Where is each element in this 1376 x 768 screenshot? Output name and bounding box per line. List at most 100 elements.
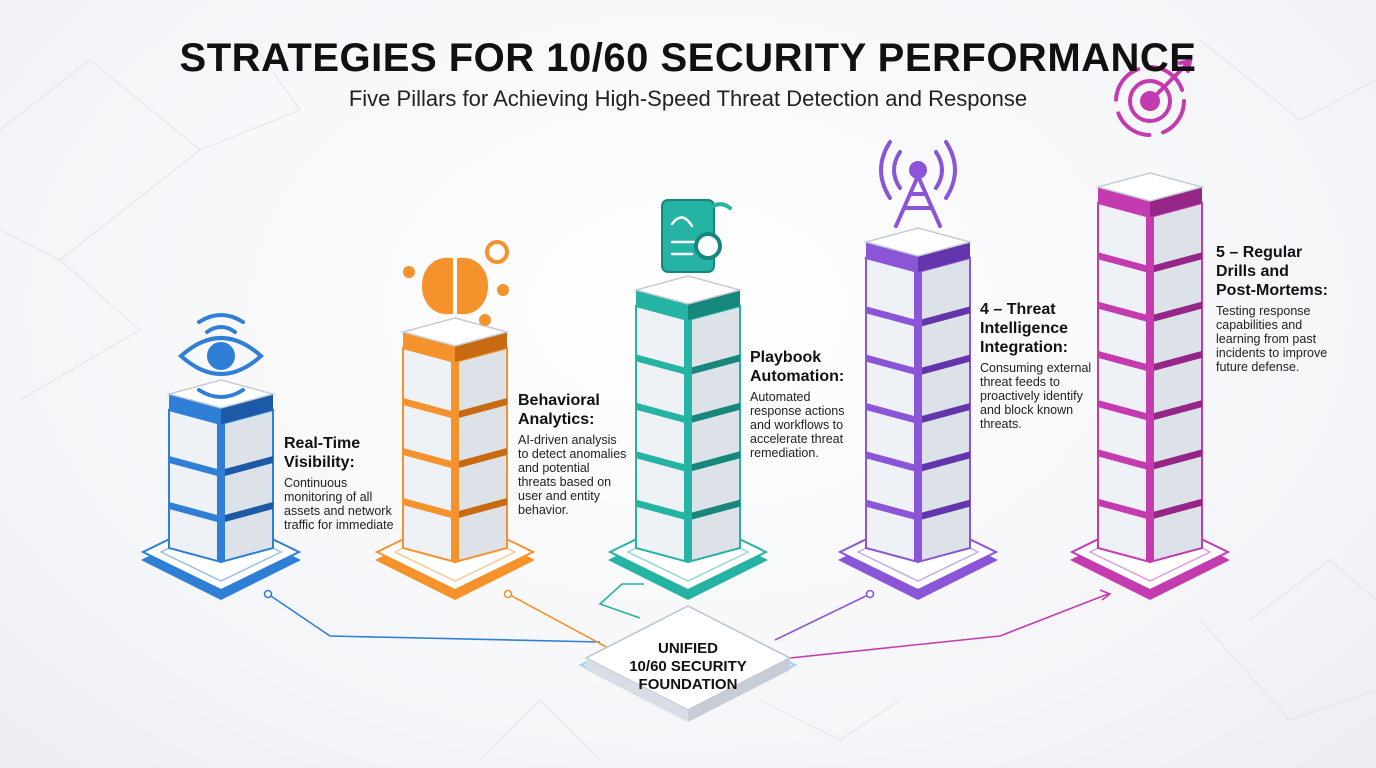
pillar-band-left bbox=[403, 498, 455, 519]
pillar-body-line: threats based on bbox=[518, 475, 612, 489]
connector-intel bbox=[774, 593, 871, 641]
connector-dot bbox=[865, 589, 875, 599]
pillar-heading-line: Post-Mortems: bbox=[1216, 282, 1329, 299]
pillar-core bbox=[217, 424, 225, 562]
pillar-band-right bbox=[455, 448, 507, 469]
pillar-cap-top bbox=[863, 227, 973, 257]
pillar-band-right bbox=[455, 498, 507, 519]
pillar-cap-top bbox=[633, 275, 743, 305]
connector-arrowhead bbox=[1099, 589, 1112, 601]
pillar-body-line: response actions bbox=[750, 404, 845, 418]
connector-drills bbox=[789, 593, 1109, 659]
connector-lines bbox=[263, 583, 1112, 659]
pillar-band-right bbox=[221, 456, 273, 477]
pillar-playbook bbox=[607, 199, 769, 600]
pillar-band-left bbox=[1098, 498, 1150, 520]
playbook-script-icon bbox=[661, 199, 732, 273]
pillar-body-line: proactively identify bbox=[980, 389, 1083, 403]
connector-behavioral bbox=[507, 593, 613, 651]
eye-icon bbox=[178, 313, 264, 399]
pillar-cap-top bbox=[1095, 172, 1205, 202]
pillar-band-left bbox=[636, 354, 688, 376]
pillar-heading-line: Integration: bbox=[980, 339, 1068, 356]
pillar-heading-line: 4 – Threat bbox=[980, 301, 1056, 318]
page-title: STRATEGIES FOR 10/60 SECURITY PERFORMANC… bbox=[179, 36, 1197, 80]
pillar-heading-line: Automation: bbox=[750, 368, 845, 385]
pillar-band-right bbox=[221, 502, 273, 523]
pillar-band-left bbox=[1098, 252, 1150, 274]
connector-visibility bbox=[267, 593, 601, 643]
pillar-body-line: and workflows to bbox=[750, 418, 844, 432]
pillar-band-left bbox=[636, 499, 688, 521]
pillar-band-left bbox=[169, 502, 221, 523]
connector-dot bbox=[503, 589, 513, 599]
pillar-band-left bbox=[1098, 400, 1150, 422]
pillar-body-line: user and entity bbox=[518, 489, 600, 503]
pillar-body-line: and block known bbox=[980, 403, 1074, 417]
pillar-band-right bbox=[1150, 449, 1202, 471]
pillar-band-right bbox=[918, 403, 970, 424]
pillar-band-left bbox=[1098, 449, 1150, 471]
connector-dot bbox=[263, 589, 273, 599]
pillar-band-right bbox=[918, 451, 970, 473]
pillar-body-line: behavior. bbox=[518, 503, 569, 517]
target-arrow-icon bbox=[1114, 58, 1193, 137]
pillar-cap-left bbox=[1098, 187, 1150, 217]
pillar-heading-line: 5 – Regular bbox=[1216, 244, 1303, 261]
pillar-body-line: Continuous bbox=[284, 476, 348, 490]
foundation-label: UNIFIED 10/60 SECURITY FOUNDATION bbox=[598, 640, 778, 694]
pillar-band-right bbox=[918, 306, 970, 328]
pillar-heading-line: Playbook bbox=[750, 349, 822, 366]
pillar-left-face bbox=[168, 408, 222, 564]
brain-gear-icon bbox=[403, 240, 509, 326]
pillar-cap-right bbox=[1150, 187, 1202, 217]
pillar-body-line: incidents to improve bbox=[1216, 346, 1328, 360]
pillar-band-left bbox=[1098, 350, 1150, 372]
pillar-band-left bbox=[866, 306, 918, 328]
pillar-band-right bbox=[688, 402, 740, 424]
pillar-band-right bbox=[688, 499, 740, 521]
pillar-cap-left bbox=[403, 332, 455, 362]
pillar-band-right bbox=[918, 499, 970, 521]
pillar-body-line: Consuming external bbox=[980, 361, 1092, 375]
pillar-band-left bbox=[636, 451, 688, 473]
pillar-band-left bbox=[866, 403, 918, 424]
pillar-heading-line: Drills and bbox=[1216, 263, 1289, 280]
pillar-drills bbox=[1069, 58, 1231, 600]
pillar-band-right bbox=[1150, 400, 1202, 422]
pillar-band-right bbox=[688, 451, 740, 473]
pillar-band-left bbox=[866, 451, 918, 473]
pillar-body-line: threats. bbox=[980, 417, 1022, 431]
pillar-cap-left bbox=[866, 242, 918, 272]
pillar-heading-line: Real-Time bbox=[284, 435, 361, 452]
pillar-cap-right bbox=[918, 242, 970, 272]
pillar-intel bbox=[837, 140, 999, 600]
pillar-body-line: monitoring of all bbox=[284, 490, 373, 504]
pillar-left-face bbox=[635, 304, 689, 564]
pillar-band-left bbox=[866, 354, 918, 376]
pillar-band-left bbox=[636, 402, 688, 424]
pillar-band-right bbox=[1150, 301, 1202, 323]
pillar-band-left bbox=[1098, 301, 1150, 323]
page-subtitle: Five Pillars for Achieving High-Speed Th… bbox=[348, 86, 1028, 111]
pillar-band-right bbox=[1150, 350, 1202, 372]
background-network-lines bbox=[0, 39, 1376, 761]
pillars-group bbox=[140, 58, 1231, 600]
pillar-band-left bbox=[169, 456, 221, 477]
pillar-body-line: accelerate threat bbox=[750, 432, 844, 446]
foundation-label-line: FOUNDATION bbox=[638, 676, 738, 693]
pillar-heading-line: Behavioral bbox=[518, 392, 600, 409]
pillar-body-line: to detect anomalies bbox=[518, 447, 627, 461]
pillar-band-right bbox=[1150, 498, 1202, 520]
pillar-body-line: remediation. bbox=[750, 446, 819, 460]
pillar-heading-line: Intelligence bbox=[980, 320, 1069, 337]
pillar-body-line: AI-driven analysis bbox=[518, 433, 617, 447]
pillar-core bbox=[914, 272, 922, 562]
pillar-core bbox=[451, 362, 459, 562]
